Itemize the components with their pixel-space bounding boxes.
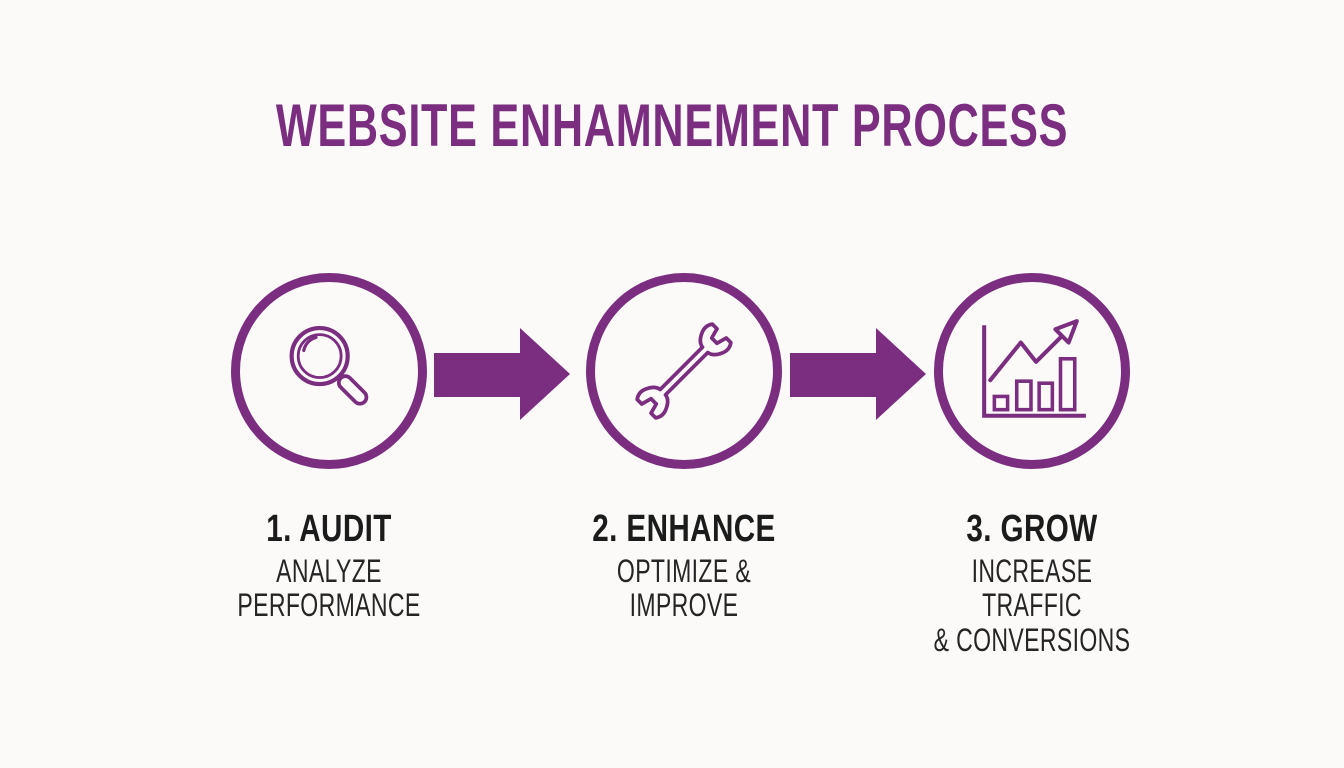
step-1-subtitle: ANALYZE PERFORMANCE [237, 552, 421, 624]
step-3-label: 3. GROW INCREASE TRAFFIC & CONVERSIONS [892, 508, 1172, 657]
magnifier-icon [289, 325, 369, 406]
step-2-heading: 2. ENHANCE [592, 508, 776, 550]
growth-chart-icon [982, 319, 1086, 418]
step-2-label: 2. ENHANCE OPTIMIZE & IMPROVE [544, 508, 824, 623]
step-3-subtitle: INCREASE TRAFFIC & CONVERSIONS [933, 552, 1131, 658]
step-3-circle [934, 273, 1130, 469]
step-2-circle [586, 273, 782, 469]
arrow-right-icon [790, 328, 926, 420]
page-title: WEBSITE ENHAMNEMENT PROCESS [275, 92, 1069, 159]
step-1-heading: 1. AUDIT [266, 508, 392, 550]
arrow-right-icon [434, 328, 570, 420]
step-1-label: 1. AUDIT ANALYZE PERFORMANCE [189, 508, 469, 623]
step-2-subtitle: OPTIMIZE & IMPROVE [616, 552, 752, 624]
step-3-heading: 3. GROW [966, 508, 1098, 550]
wrench-icon [635, 322, 733, 420]
step-1-circle [231, 273, 427, 469]
